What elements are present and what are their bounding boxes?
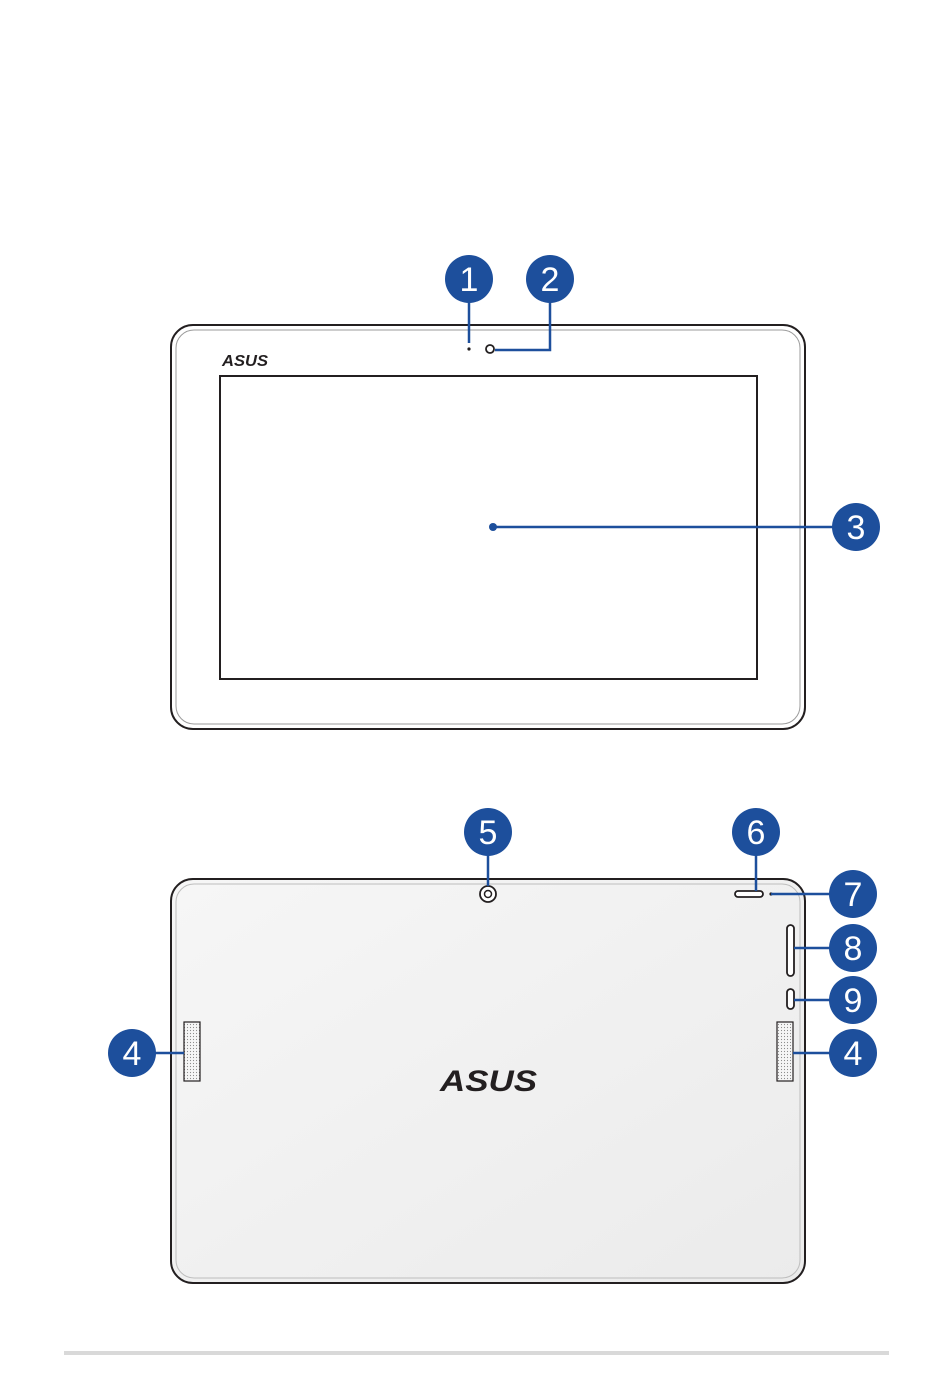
callout-5: 5: [464, 808, 512, 856]
callout-9: 9: [829, 976, 877, 1024]
leader-dot-3: [489, 523, 497, 531]
back-asus-logo: ASUS: [439, 1065, 537, 1098]
svg-text:4: 4: [123, 1035, 142, 1073]
svg-text:6: 6: [747, 814, 766, 852]
svg-text:2: 2: [541, 261, 560, 299]
callout-3: 3: [832, 503, 880, 551]
svg-text:9: 9: [844, 982, 863, 1020]
speaker-left: [184, 1022, 200, 1081]
callout-7: 7: [829, 870, 877, 918]
callout-1: 1: [445, 255, 493, 303]
windows-button[interactable]: [787, 989, 794, 1009]
footer-rule: [64, 1351, 889, 1355]
callout-6: 6: [732, 808, 780, 856]
volume-button[interactable]: [787, 925, 794, 976]
callout-8: 8: [829, 924, 877, 972]
callout-4-right: 4: [829, 1029, 877, 1077]
svg-text:3: 3: [847, 509, 866, 547]
front-asus-logo: ASUS: [221, 353, 268, 370]
svg-text:4: 4: [844, 1035, 863, 1073]
svg-text:7: 7: [844, 876, 863, 914]
power-button[interactable]: [735, 891, 763, 897]
rear-camera: [480, 886, 496, 902]
svg-text:5: 5: [479, 814, 498, 852]
callout-2: 2: [526, 255, 574, 303]
front-camera: [486, 345, 494, 353]
svg-text:8: 8: [844, 930, 863, 968]
microphone: [467, 347, 470, 350]
back-view: ASUS: [171, 879, 805, 1283]
speaker-right: [777, 1022, 793, 1081]
svg-text:1: 1: [460, 261, 479, 299]
callout-4-left: 4: [108, 1029, 156, 1077]
